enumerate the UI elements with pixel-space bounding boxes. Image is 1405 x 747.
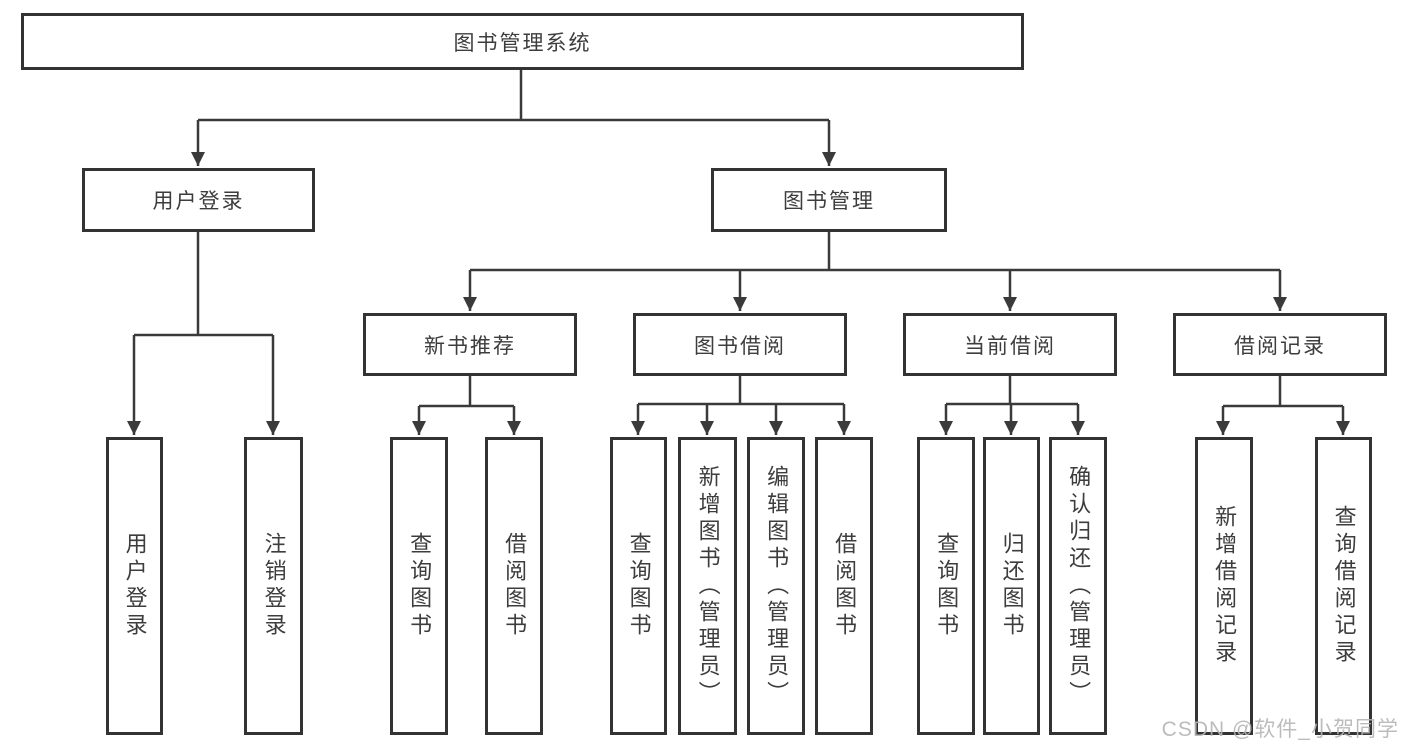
leaf-query-books-3: 查询图书: [917, 437, 975, 735]
leaf-query-books-3-label: 查询图书: [934, 532, 960, 640]
leaf-confirm-return-admin: 确认归还（管理员）: [1049, 437, 1107, 735]
node-book-management: 图书管理: [711, 168, 947, 232]
leaf-query-books-1: 查询图书: [390, 437, 448, 735]
leaf-query-books-2-label: 查询图书: [626, 532, 652, 640]
leaf-query-borrow-record: 查询借阅记录: [1315, 437, 1372, 735]
node-new-book-recommend: 新书推荐: [363, 313, 577, 376]
node-borrow-records: 借阅记录: [1173, 313, 1387, 376]
leaf-add-book-admin: 新增图书（管理员）: [678, 437, 737, 735]
leaf-edit-book-admin-label: 编辑图书（管理员）: [764, 464, 790, 708]
leaf-borrow-books-1: 借阅图书: [485, 437, 543, 735]
node-book-borrow: 图书借阅: [633, 313, 847, 376]
leaf-add-borrow-record: 新增借阅记录: [1195, 437, 1253, 735]
leaf-edit-book-admin: 编辑图书（管理员）: [747, 437, 805, 735]
node-library-system: 图书管理系统: [21, 13, 1024, 70]
leaf-confirm-return-admin-label: 确认归还（管理员）: [1066, 464, 1092, 708]
node-user-login: 用户登录: [82, 168, 315, 232]
leaf-user-login-label: 用户登录: [122, 532, 148, 640]
leaf-user-login: 用户登录: [106, 437, 163, 735]
leaf-add-borrow-record-label: 新增借阅记录: [1212, 505, 1238, 667]
leaf-logout-label: 注销登录: [261, 532, 287, 640]
leaf-logout: 注销登录: [244, 437, 303, 735]
leaf-query-borrow-record-label: 查询借阅记录: [1331, 505, 1357, 667]
leaf-return-book-label: 归还图书: [999, 532, 1025, 640]
leaf-borrow-books-2-label: 借阅图书: [832, 532, 858, 640]
leaf-add-book-admin-label: 新增图书（管理员）: [695, 464, 721, 708]
leaf-query-books-2: 查询图书: [610, 437, 667, 735]
watermark: CSDN @软件_小贺同学: [1161, 718, 1399, 741]
leaf-borrow-books-1-label: 借阅图书: [502, 532, 528, 640]
leaf-borrow-books-2: 借阅图书: [815, 437, 873, 735]
leaf-return-book: 归还图书: [983, 437, 1040, 735]
leaf-query-books-1-label: 查询图书: [407, 532, 433, 640]
node-current-borrow: 当前借阅: [903, 313, 1117, 376]
